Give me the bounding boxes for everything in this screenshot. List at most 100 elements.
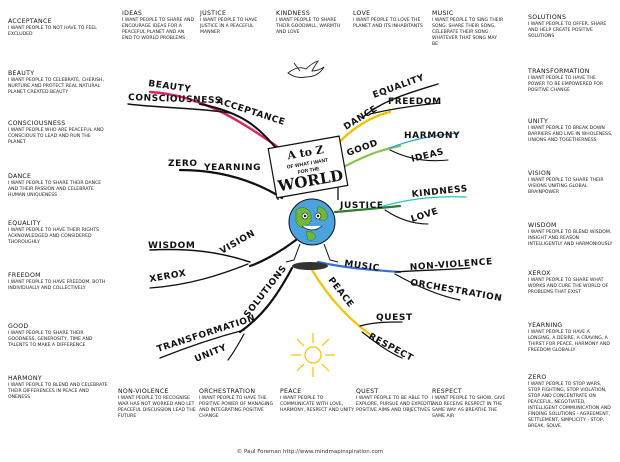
center-a-to-z: A to Z bbox=[285, 143, 324, 162]
note-title: EQUALITY bbox=[8, 220, 41, 227]
note-title: GOOD bbox=[8, 323, 29, 330]
note-text: I WANT PEOPLE TO COMMUNICATE WITH LOVE, … bbox=[280, 396, 355, 413]
note-title: NON-VIOLENCE bbox=[118, 388, 169, 395]
branch-non-violence bbox=[394, 267, 471, 273]
branch-orchestration bbox=[394, 273, 461, 301]
branch-justice bbox=[333, 204, 402, 214]
label-wisdom: WISDOM bbox=[148, 241, 195, 251]
note-text: I WANT PEOPLE TO HAVE THEIR RIGHTS ACKNO… bbox=[8, 228, 100, 245]
label-good: GOOD bbox=[346, 138, 380, 159]
label-zero: ZERO bbox=[168, 159, 198, 169]
label-consciousness: CONSCIOUSNESS bbox=[128, 93, 222, 106]
note-text: I WANT PEOPLE TO HAVE THE POWER TO BE EM… bbox=[528, 76, 604, 93]
label-harmony: HARMONY bbox=[404, 131, 460, 141]
center-sign: A to Z OF WHAT I WANT FOR THE WORLD bbox=[267, 135, 349, 270]
note-title: SOLUTIONS bbox=[528, 14, 567, 21]
branch-respect bbox=[361, 331, 403, 359]
note-title: YEARNING bbox=[528, 322, 563, 329]
note-text: I WANT PEOPLE TO LOVE THE PLANET AND ITS… bbox=[353, 18, 423, 29]
label-freedom: FREEDOM bbox=[388, 97, 442, 107]
branch-kindness bbox=[379, 196, 467, 208]
branch-zero bbox=[178, 168, 284, 200]
branch-love bbox=[384, 209, 429, 225]
note-text: I WANT PEOPLE TO SHARE THEIR DANCE AND T… bbox=[8, 181, 102, 198]
branch-ideas bbox=[389, 149, 449, 162]
note-title: JUSTICE bbox=[200, 10, 227, 17]
note-text: I WANT PEOPLE TO SHARE THEIR GOODNESS, G… bbox=[8, 331, 93, 348]
note-text: I WANT PEOPLE TO SHARE THEIR GOODWILL, W… bbox=[276, 18, 341, 35]
note-text: I WANT PEOPLE TO HAVE JUSTICE IN A PEACE… bbox=[200, 18, 258, 35]
note-text: I WANT PEOPLE TO SHARE AND ENCOURAGE IDE… bbox=[122, 18, 194, 41]
label-vision: VISION bbox=[219, 228, 258, 256]
branch-freedom bbox=[369, 102, 441, 115]
label-ideas: IDEAS bbox=[410, 147, 445, 165]
note-title: WISDOM bbox=[528, 222, 557, 229]
label-solutions: SOLUTIONS bbox=[242, 264, 289, 320]
note-text: I WANT PEOPLE TO BLEND WISDOM, INSIGHT A… bbox=[528, 230, 613, 247]
sun-icon bbox=[291, 333, 335, 377]
branch-wisdom bbox=[149, 248, 251, 263]
label-quest: QUEST bbox=[376, 313, 413, 323]
note-title: FREEDOM bbox=[8, 272, 41, 279]
note-text: I WANT PEOPLE TO OFFER, SHARE AND HELP C… bbox=[528, 22, 607, 39]
note-text: I WANT PEOPLE TO CELEBRATE, CHERISH, NUR… bbox=[8, 78, 104, 95]
center-line-2: FOR THE bbox=[297, 166, 320, 176]
note-title: HARMONY bbox=[8, 375, 42, 382]
credit-line: © Paul Foreman http://www.mindmapinspira… bbox=[236, 449, 384, 455]
label-transformation: TRANSFORMATION bbox=[156, 313, 257, 354]
note-title: LOVE bbox=[353, 10, 371, 17]
label-orchestration: ORCHESTRATION bbox=[409, 278, 502, 304]
label-non-violence: NON-VIOLENCE bbox=[410, 257, 494, 273]
branch-consciousness bbox=[127, 103, 231, 114]
branch-transformation bbox=[159, 329, 245, 359]
note-text: I WANT PEOPLE TO HAVE FREEDOM, BOTH INDI… bbox=[8, 280, 106, 291]
note-text: I WANT PEOPLE WHO ARE PEACEFUL AND CONSC… bbox=[8, 128, 104, 145]
note-title: IDEAS bbox=[122, 10, 143, 17]
note-title: ACCEPTANCE bbox=[8, 18, 52, 25]
note-text: I WANT PEOPLE TO HAVE A LONGING, A DESIR… bbox=[528, 330, 610, 353]
note-title: CONSCIOUSNESS bbox=[8, 120, 66, 127]
center-sign-board bbox=[267, 135, 349, 199]
note-text: I WANT PEOPLE TO SHARE WHAT WORKS AND CU… bbox=[528, 278, 609, 295]
note-title: PEACE bbox=[280, 388, 302, 395]
branch-unity bbox=[227, 333, 245, 361]
label-unity: UNITY bbox=[193, 343, 228, 365]
branch-music bbox=[316, 260, 402, 274]
dove-icon bbox=[287, 60, 325, 78]
note-title: VISION bbox=[528, 170, 552, 177]
branch-solutions bbox=[238, 266, 294, 334]
note-text: I WANT PEOPLE TO SING THEIR SONG, SHARE … bbox=[432, 18, 504, 47]
note-title: QUEST bbox=[356, 388, 379, 395]
note-text: I WANT PEOPLE TO BE ABLE TO EXPLORE, PUR… bbox=[356, 396, 434, 413]
label-respect: RESPECT bbox=[367, 332, 415, 364]
note-title: ZERO bbox=[528, 374, 547, 381]
note-title: BEAUTY bbox=[8, 70, 35, 77]
note-text: I WANT PEOPLE TO SHARE THEIR VISIONS UNI… bbox=[528, 178, 604, 195]
label-yearning: YEARNING bbox=[203, 163, 261, 173]
branch-vision bbox=[248, 238, 298, 268]
note-title: DANCE bbox=[8, 173, 32, 180]
note-text: I WANT PEOPLE TO BREAK DOWN BARRIERS AND… bbox=[528, 126, 613, 143]
